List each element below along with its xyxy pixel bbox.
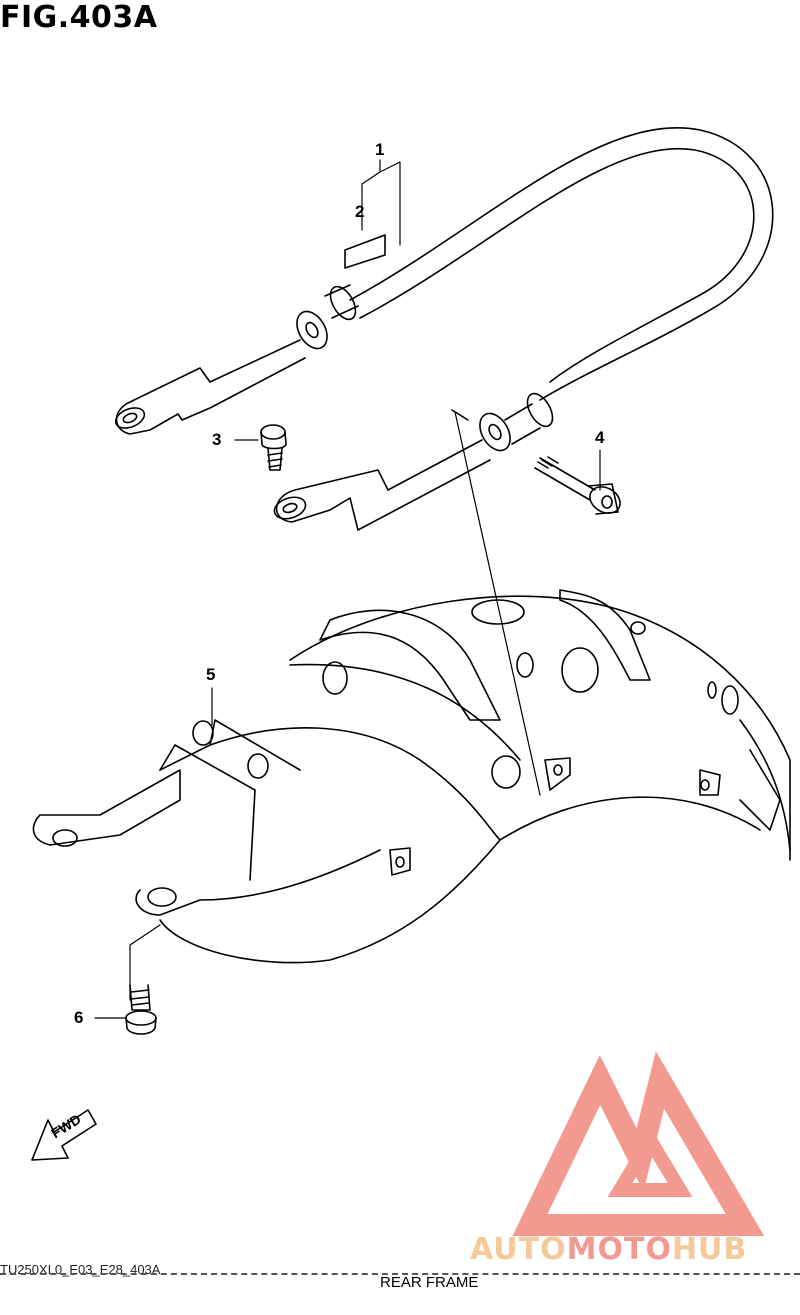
callout-3: 3	[212, 430, 222, 449]
rear-fender-frame	[32, 589, 791, 964]
watermark-logo-icon	[512, 1051, 765, 1236]
leader-lines	[94, 159, 601, 1019]
bolt-6	[125, 984, 157, 1035]
footer-title: REAR FRAME	[380, 1274, 479, 1291]
bolt-3	[260, 424, 287, 471]
callout-2: 2	[355, 202, 365, 221]
callout-1: 1	[375, 140, 385, 159]
bolt-4	[534, 456, 621, 515]
fwd-arrow-icon	[31, 1109, 97, 1161]
watermark-part-moto: MOTO	[566, 1232, 672, 1267]
callout-4: 4	[595, 428, 605, 447]
caution-label	[344, 234, 386, 269]
figure-title: FIG.403A	[0, 0, 158, 35]
grab-rail	[114, 127, 774, 796]
watermark-part-auto: AUTO	[470, 1232, 567, 1267]
callout-5: 5	[206, 665, 216, 684]
watermark-part-hub: HUB	[671, 1232, 748, 1267]
footer-divider	[0, 1273, 800, 1275]
callout-6: 6	[74, 1008, 84, 1027]
watermark-text: AUTOMOTOHUB	[470, 1232, 747, 1267]
